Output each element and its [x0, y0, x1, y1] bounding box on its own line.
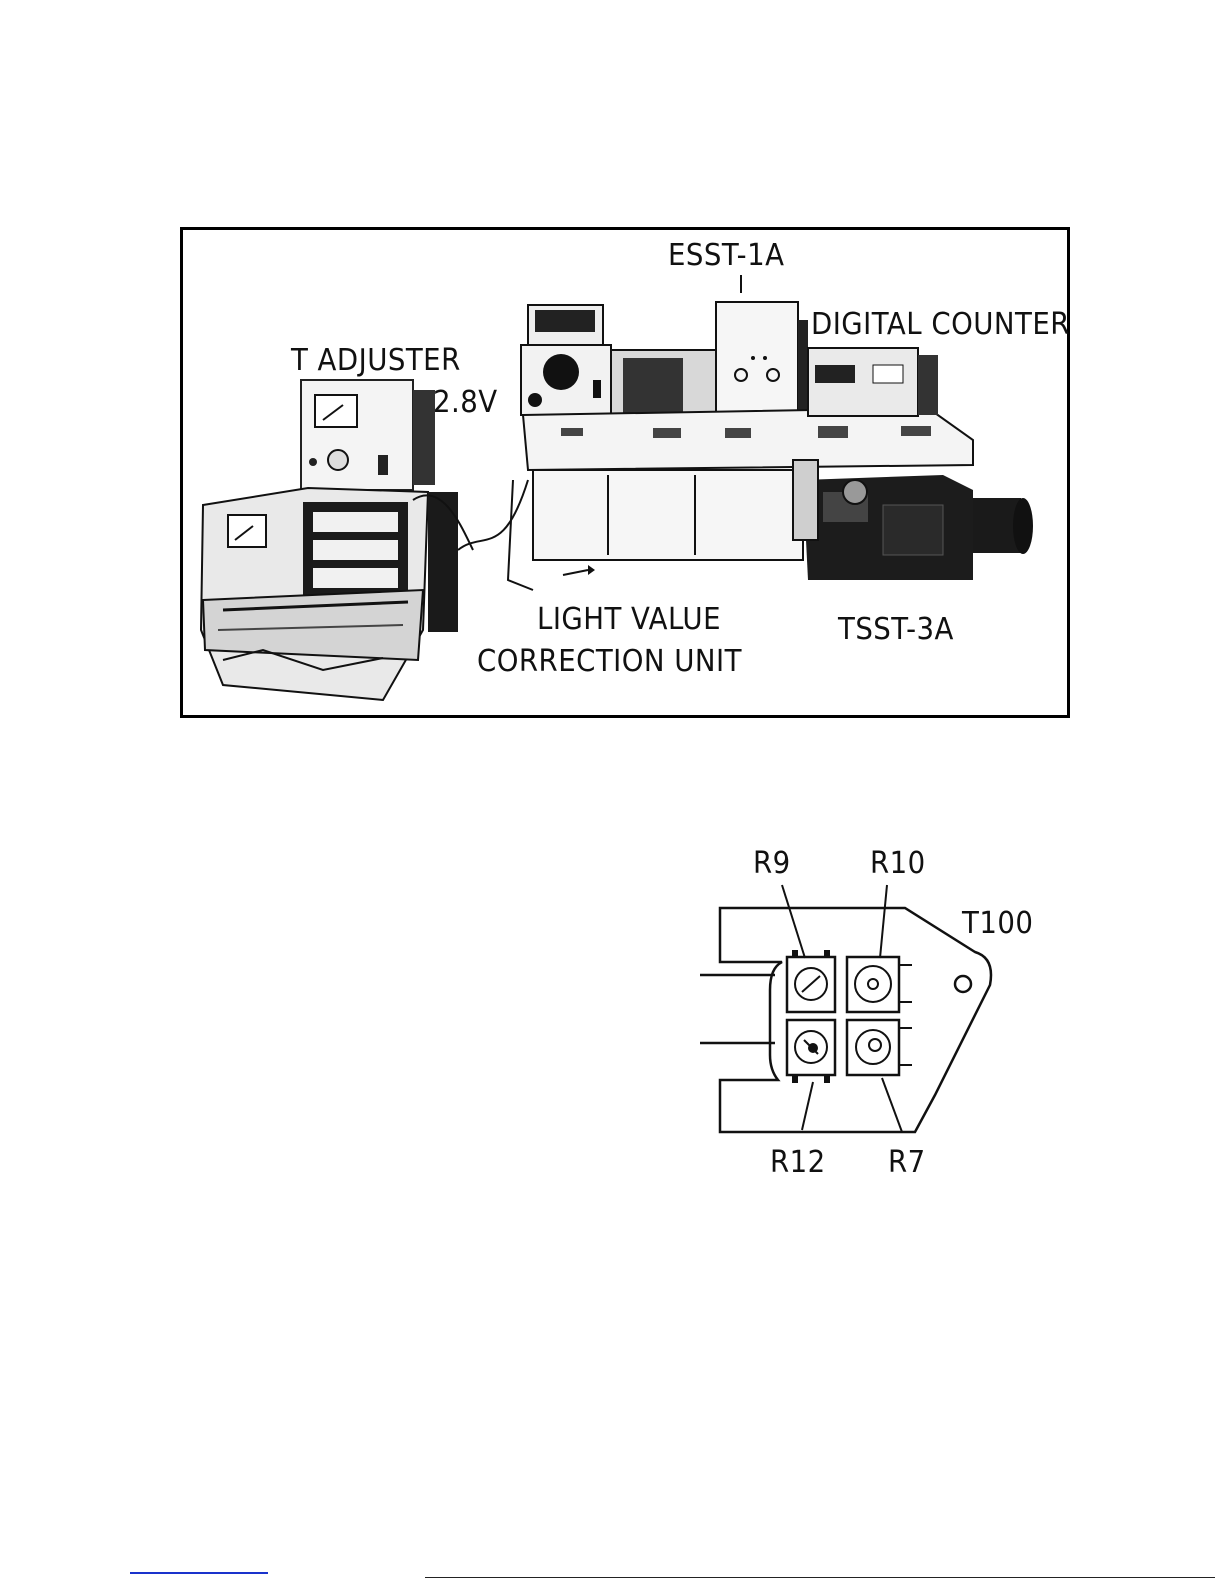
footer-link-rule: [130, 1572, 268, 1574]
tsst-camera: [793, 460, 1033, 580]
light-value-label-line1: LIGHT VALUE: [537, 602, 721, 637]
t100-label: T100: [962, 906, 1033, 941]
pcb-outline: [690, 840, 1060, 1200]
equipment-photo-frame: ESST-1A DIGITAL COUNTER T ADJUSTER 2.8V …: [180, 227, 1070, 718]
t-adjuster-device: [301, 380, 435, 490]
r9-label: R9: [753, 846, 791, 881]
footer-rule: [425, 1577, 1215, 1578]
pcb-trimmer-diagram: R9 R10 T100 R12 R7: [690, 840, 1060, 1200]
digital-counter-device: [808, 348, 938, 416]
r10-trimmer: [847, 957, 912, 1012]
r12-label: R12: [770, 1145, 826, 1180]
voltage-label: 2.8V: [433, 385, 498, 420]
tsst-3a-label: TSST-3A: [838, 612, 954, 647]
r12-trimmer: [787, 1020, 835, 1083]
t-adjuster-label: T ADJUSTER: [291, 343, 461, 378]
r10-label: R10: [870, 846, 926, 881]
esst-1a-label: ESST-1A: [668, 238, 784, 273]
r7-label: R7: [888, 1145, 926, 1180]
digital-counter-label: DIGITAL COUNTER: [811, 307, 1070, 342]
r9-trimmer: [787, 950, 835, 1012]
power-supply-unit: [201, 488, 458, 700]
light-value-label-line2: CORRECTION UNIT: [477, 644, 742, 679]
r7-trimmer: [847, 1020, 912, 1075]
esst-1a-pointer: [740, 275, 742, 293]
